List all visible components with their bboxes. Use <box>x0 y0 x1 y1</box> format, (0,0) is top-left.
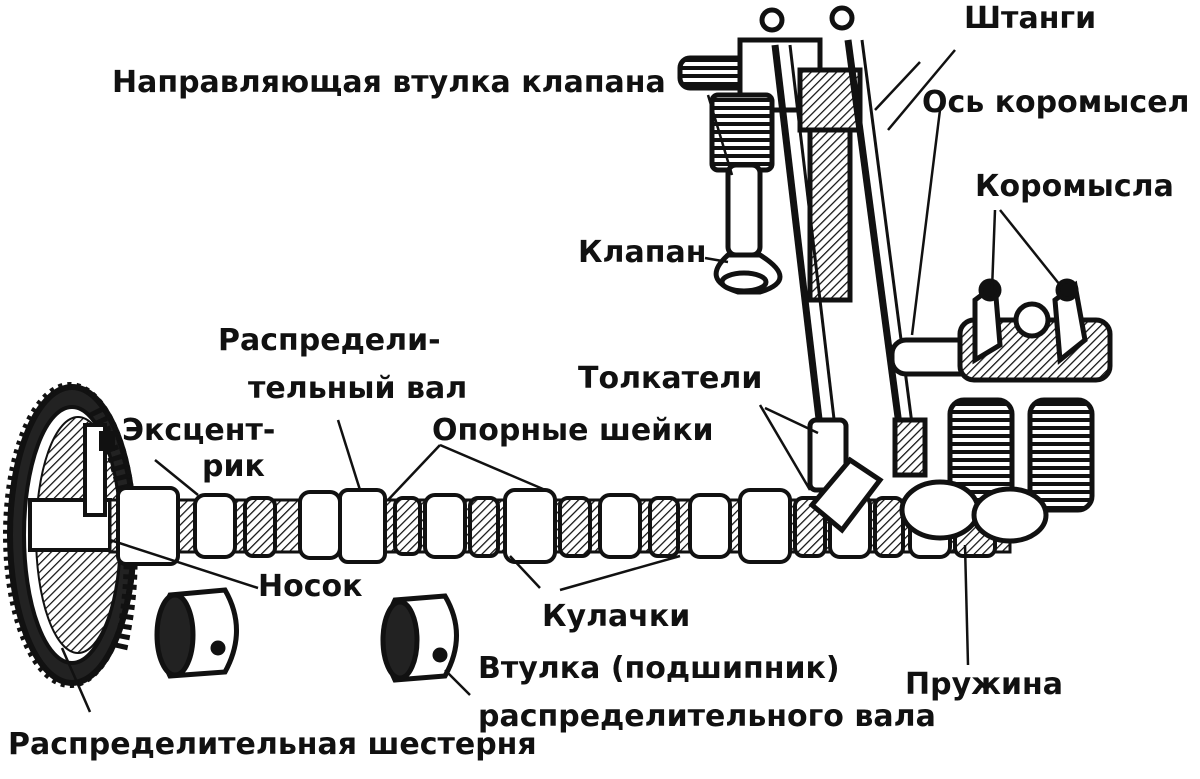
label-pruzhina: Пружина <box>905 667 1063 702</box>
rocker-assembly <box>807 278 1113 544</box>
camshaft <box>108 486 1012 566</box>
label-nosok: Носок <box>258 569 363 604</box>
label-raspredval-1: Распредели- <box>218 323 441 358</box>
label-opornye-sheyki: Опорные шейки <box>432 413 714 448</box>
label-vtulka-podsh-2: распределительного вала <box>478 699 936 734</box>
label-shtangi: Штанги <box>964 1 1097 36</box>
label-tolkateli: Толкатели <box>578 361 763 396</box>
label-ekscentrik-1: Эксцент- <box>122 413 276 448</box>
label-shesternya: Распределительная шестерня <box>8 727 537 762</box>
label-klapan: Клапан <box>578 235 707 270</box>
label-vtulka-podsh-1: Втулка (подшипник) <box>478 651 840 686</box>
label-vtulka-klapana: Направляющая втулка клапана <box>112 65 666 100</box>
label-ekscentrik-2: рик <box>202 449 265 484</box>
label-koromysla: Коромысла <box>975 169 1174 204</box>
label-os-koromysel: Ось коромысел <box>922 85 1190 120</box>
valve-assembly <box>677 5 920 471</box>
leader-lines <box>60 49 1061 713</box>
bearing-bushings <box>154 587 459 683</box>
label-raspredval-2: тельный вал <box>248 371 468 406</box>
label-kulachki: Кулачки <box>542 599 691 634</box>
